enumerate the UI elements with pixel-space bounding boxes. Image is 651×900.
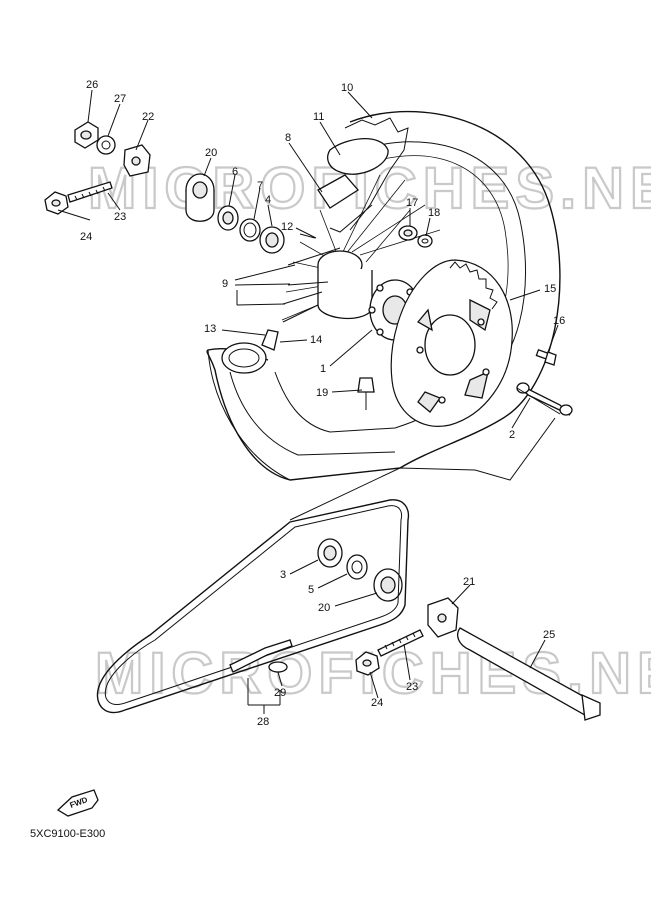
callout-10: 10 <box>341 82 353 94</box>
callout-13: 13 <box>204 323 216 335</box>
section-divider <box>289 417 556 521</box>
tire-valve <box>357 377 375 410</box>
spoke-nipple <box>299 233 316 239</box>
hub-bearings-upper <box>185 173 285 254</box>
callout-17: 17 <box>406 197 418 209</box>
callout-3: 3 <box>280 569 286 581</box>
callout-15: 15 <box>544 283 556 295</box>
callout-28: 28 <box>257 716 269 728</box>
callout-6: 6 <box>232 166 238 178</box>
collar <box>516 382 573 416</box>
sprocket-nut-washer <box>398 225 433 248</box>
callout-16: 16 <box>553 315 565 327</box>
callout-5: 5 <box>308 584 314 596</box>
upper-axle-hardware <box>44 121 151 215</box>
callout-8: 8 <box>285 132 291 144</box>
rear-sprocket <box>390 259 513 427</box>
callout-19: 19 <box>316 387 328 399</box>
callout-24-upper: 24 <box>80 231 92 243</box>
callout-27: 27 <box>114 93 126 105</box>
callout-4: 4 <box>265 194 271 206</box>
callout-2: 2 <box>509 429 515 441</box>
callout-24-lower: 24 <box>371 697 383 709</box>
callout-22: 22 <box>142 111 154 123</box>
fwd-arrow-icon: FWD <box>56 789 99 817</box>
callout-23-lower: 23 <box>406 681 418 693</box>
brake-disc-cover <box>221 329 279 374</box>
callout-7: 7 <box>257 180 263 192</box>
document-code: 5XC9100-E300 <box>30 828 106 840</box>
leader-lines <box>57 89 559 714</box>
callout-9: 9 <box>222 278 228 290</box>
callout-12: 12 <box>281 221 293 233</box>
callout-26: 26 <box>86 79 98 91</box>
callout-29: 29 <box>274 687 286 699</box>
callout-23-upper: 23 <box>114 211 126 223</box>
callout-1: 1 <box>320 363 326 375</box>
callout-20-upper: 20 <box>205 147 217 159</box>
callout-18: 18 <box>428 207 440 219</box>
callout-11: 11 <box>313 111 324 123</box>
callout-14: 14 <box>310 334 322 346</box>
sprocket-bolt <box>535 348 557 366</box>
callout-21: 21 <box>463 576 475 588</box>
rim-band <box>317 137 389 233</box>
lower-axle-group <box>317 538 601 721</box>
callout-20-lower: 20 <box>318 602 330 614</box>
spoke-set <box>282 247 341 323</box>
callout-25: 25 <box>543 629 555 641</box>
callouts: 26 27 22 20 6 7 4 8 11 10 12 17 18 9 15 … <box>80 79 565 728</box>
drive-chain <box>96 499 410 714</box>
